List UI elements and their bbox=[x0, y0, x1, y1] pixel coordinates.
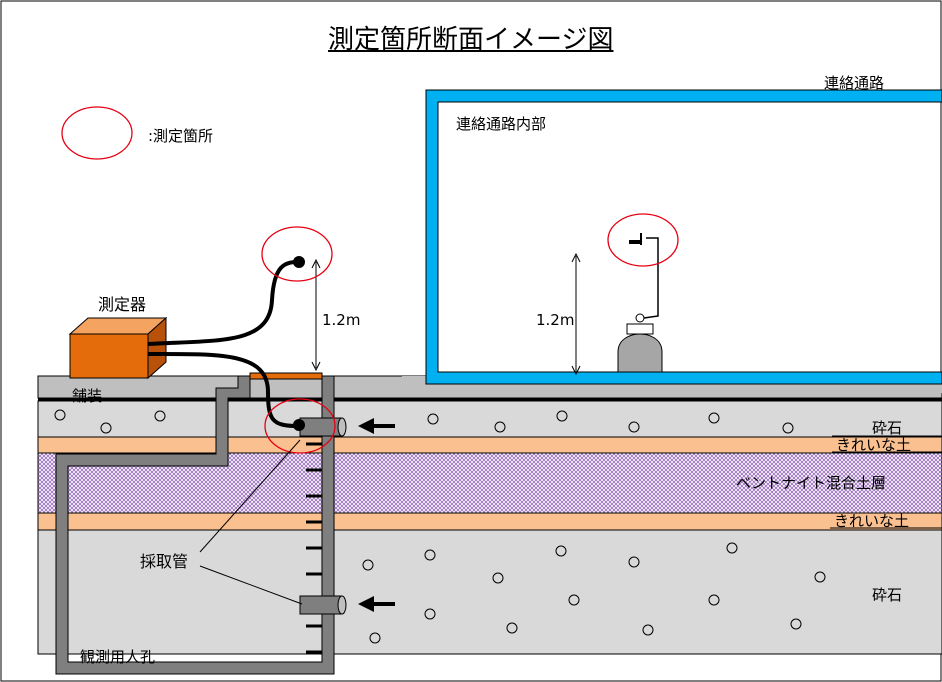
passage-label: 連絡通路 bbox=[824, 74, 885, 92]
pavement-label: 舗装 bbox=[72, 387, 103, 405]
passage-wall bbox=[425, 89, 942, 385]
sampling-pipe-lower bbox=[299, 595, 347, 615]
gravel-stones-lower bbox=[362, 542, 826, 644]
sampling-pipe-leaders bbox=[199, 439, 303, 605]
legend-label: :測定箇所 bbox=[148, 127, 214, 145]
gas-cylinder bbox=[617, 233, 663, 373]
manhole-label: 観測用人孔 bbox=[80, 648, 156, 666]
gravel-layer-upper bbox=[37, 400, 942, 438]
height-label-right: 1.2m bbox=[536, 311, 575, 329]
passage-inside-label: 連絡通路内部 bbox=[456, 115, 547, 133]
tube-end-air bbox=[293, 256, 305, 268]
height-dimension-left bbox=[311, 258, 321, 372]
pavement-edge bbox=[38, 398, 942, 401]
layer-label-bentonite: ベントナイト混合土層 bbox=[736, 474, 887, 492]
manhole bbox=[55, 372, 335, 675]
page-title: 測定箇所断面イメージ図 bbox=[328, 25, 614, 55]
clean-soil-layer-lower bbox=[37, 512, 942, 531]
layer-label-clean-soil-upper: きれいな土 bbox=[836, 436, 912, 454]
gravel-layer-lower bbox=[37, 529, 942, 655]
gravel-stones-upper bbox=[54, 409, 794, 434]
sampling-pipe-upper bbox=[299, 417, 347, 437]
instrument-box bbox=[68, 316, 168, 380]
sampling-pipe-label: 採取管 bbox=[140, 552, 189, 571]
flow-arrow-lower bbox=[358, 596, 395, 612]
clean-soil-layer-upper bbox=[37, 436, 942, 454]
layer-label-clean-soil-lower: きれいな土 bbox=[834, 512, 910, 530]
instrument-label: 測定器 bbox=[98, 295, 147, 314]
flow-arrow-upper bbox=[358, 418, 395, 434]
sampling-tube-ground bbox=[147, 351, 299, 428]
measurement-markers bbox=[61, 106, 679, 454]
layer-label-lines bbox=[830, 435, 942, 529]
height-label-left: 1.2m bbox=[322, 311, 361, 329]
height-dimension-right bbox=[571, 252, 581, 376]
tube-end-ground bbox=[293, 419, 305, 431]
layer-label-gravel-upper: 砕石 bbox=[872, 419, 903, 437]
layer-label-gravel-lower: 砕石 bbox=[872, 586, 903, 604]
sampling-tube-air bbox=[147, 260, 299, 346]
